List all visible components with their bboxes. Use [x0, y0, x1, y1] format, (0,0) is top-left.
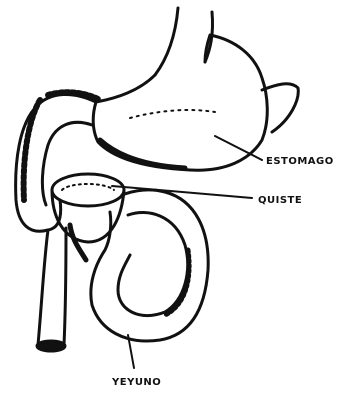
label-quiste: QUISTE: [258, 195, 302, 206]
tube-end: [37, 341, 65, 351]
label-yeyuno: YEYUNO: [111, 377, 161, 388]
jejunum-inner: [118, 213, 188, 316]
stomach-dotted: [130, 110, 215, 118]
duodenum-shade: [24, 100, 40, 200]
jejunum-shade: [165, 250, 189, 315]
label-estomago: ESTOMAGO: [266, 156, 334, 167]
esophagus: [155, 8, 213, 75]
duodenum-inner: [42, 122, 92, 205]
cyst-body: [52, 190, 124, 242]
cyst-dotted: [62, 184, 114, 190]
descending-tube: [38, 228, 66, 345]
